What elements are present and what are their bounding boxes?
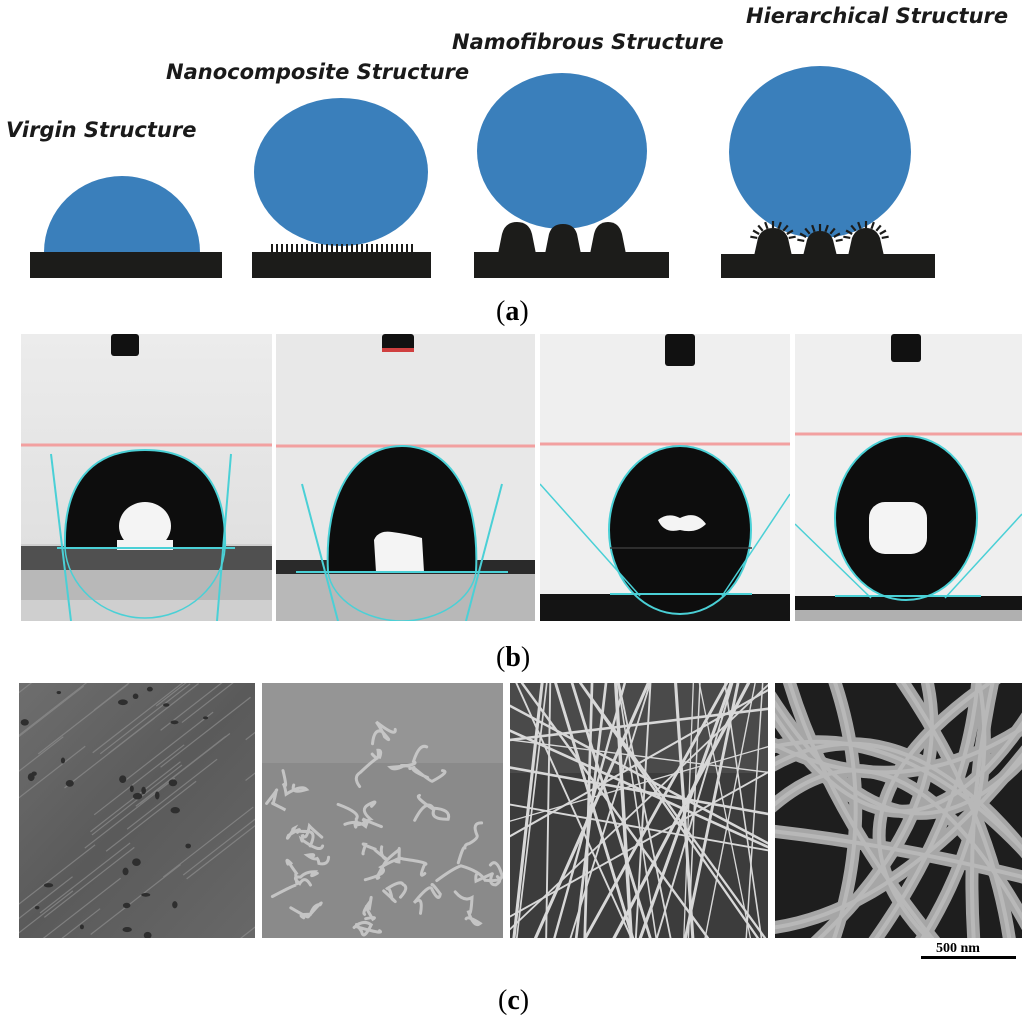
nanocomposite-bristles	[271, 244, 413, 252]
nanofibrous-pillar-3	[590, 222, 626, 254]
nanofibrous-substrate	[474, 252, 669, 278]
hierarchical-spikes	[750, 221, 889, 242]
nanocomposite-substrate	[252, 252, 431, 278]
hierarchical-pillar-3	[848, 228, 884, 256]
structure-schematic	[30, 66, 935, 278]
contact-angle-photo-hierarchical	[795, 334, 1022, 621]
nanofibrous-structure-label: Namofibrous Structure	[452, 30, 724, 54]
panel-c-label: (c)	[498, 985, 530, 1016]
nanofibrous-pillar-1	[498, 222, 536, 254]
nanocomposite-droplet	[254, 98, 428, 246]
scale-bar-label: 500 nm	[936, 941, 980, 956]
virgin-substrate	[30, 252, 222, 278]
droplet-highlight	[119, 502, 171, 550]
hierarchical-structure-label: Hierarchical Structure	[746, 4, 1009, 28]
scale-bar	[921, 956, 1016, 959]
hierarchical-droplet	[729, 66, 911, 238]
sem-image-hierarchical	[775, 683, 1022, 938]
nanocomposite-structure-label: Nanocomposite Structure	[166, 60, 470, 84]
nanofibrous-schematic	[474, 73, 669, 278]
contact-angle-photo-nanofibrous	[540, 334, 790, 621]
hierarchical-pillar-2	[803, 231, 837, 256]
panel-b-letter: b	[505, 642, 521, 673]
nanocomposite-schematic	[252, 98, 431, 278]
virgin-schematic	[30, 176, 222, 278]
needle	[111, 334, 139, 356]
droplet	[64, 450, 226, 548]
contact-angle-photo-nanocomposite	[276, 334, 535, 621]
panel-c-letter: c	[507, 985, 520, 1016]
panel-a-letter: a	[505, 296, 520, 327]
nanofibrous-droplet	[477, 73, 647, 229]
panel-b-label: (b)	[496, 642, 531, 673]
sem-image-nanofibrous	[510, 683, 768, 938]
virgin-droplet	[44, 176, 200, 252]
nanofibrous-pillar-2	[545, 224, 581, 254]
sem-image-nanocomposite	[262, 683, 503, 938]
hierarchical-schematic	[721, 66, 935, 278]
contact-angle-photo-virgin	[21, 334, 272, 621]
panel-a-label: (a)	[496, 296, 529, 327]
hierarchical-pillar-1	[754, 228, 792, 256]
hierarchical-substrate	[721, 254, 935, 278]
sem-image-virgin	[19, 683, 255, 938]
virgin-structure-label: Virgin Structure	[6, 118, 197, 142]
